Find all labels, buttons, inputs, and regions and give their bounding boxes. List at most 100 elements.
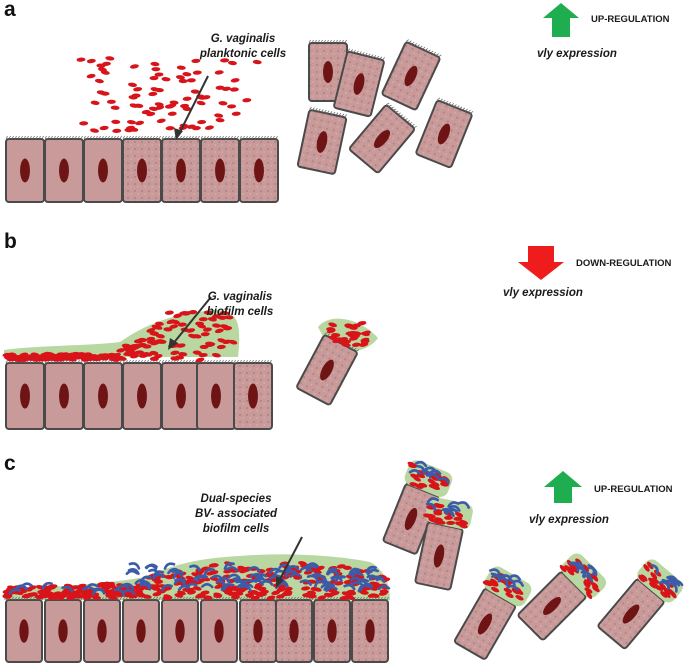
- second-species-bacterium: [305, 565, 318, 572]
- gardnerella-cell: [202, 327, 212, 332]
- gardnerella-cell: [232, 587, 242, 592]
- gardnerella-cell: [446, 520, 456, 526]
- gardnerella-cell: [138, 343, 148, 348]
- gardnerella-cell: [559, 564, 567, 573]
- second-species-bacterium: [223, 562, 235, 571]
- gardnerella-cell: [304, 592, 314, 597]
- second-species-bacterium: [61, 585, 74, 593]
- second-species-bacterium: [348, 570, 362, 577]
- epithelial-cell: [44, 362, 84, 430]
- gardnerella-cell: [212, 323, 222, 328]
- second-species-bacterium: [299, 579, 312, 586]
- panel-c-caption-line-3: biofilm cells: [203, 523, 269, 535]
- second-species-bacterium: [489, 568, 501, 576]
- detached-epithelial-cell: [349, 102, 417, 174]
- gardnerella-cell: [48, 595, 57, 601]
- gardnerella-cell: [219, 311, 229, 316]
- gardnerella-cell: [165, 126, 175, 131]
- gardnerella-cell: [111, 119, 121, 124]
- microvilli: [5, 135, 278, 140]
- gardnerella-cell: [347, 591, 357, 596]
- second-species-bacterium: [174, 578, 186, 586]
- nucleus: [353, 73, 365, 95]
- gardnerella-cell: [56, 357, 66, 362]
- gardnerella-cell: [19, 352, 29, 358]
- gardnerella-cell: [230, 78, 240, 83]
- gardnerella-cell: [123, 351, 133, 356]
- nucleus: [214, 619, 224, 643]
- gardnerella-cell: [96, 582, 106, 588]
- gardnerella-cell: [503, 587, 513, 594]
- gardnerella-cell: [569, 566, 578, 573]
- gardnerella-cell: [57, 594, 67, 599]
- gardnerella-cell: [148, 91, 158, 97]
- microvilli: [309, 106, 348, 118]
- second-species-bacterium: [437, 477, 450, 485]
- gardnerella-cell: [195, 357, 205, 363]
- gardnerella-cell: [167, 103, 177, 108]
- gardnerella-cell: [173, 313, 183, 319]
- gardnerella-cell: [266, 595, 276, 601]
- nucleus: [327, 619, 337, 643]
- gardnerella-cell: [191, 58, 201, 64]
- gardnerella-cell: [116, 348, 126, 353]
- gardnerella-cell: [192, 70, 202, 75]
- panel-c-caption-line-1: Dual-species: [201, 493, 272, 505]
- nucleus: [404, 65, 418, 87]
- gardnerella-cell: [101, 353, 111, 358]
- nucleus: [176, 383, 186, 409]
- detached-epithelial-cell: [517, 569, 588, 641]
- gardnerella-cell: [176, 343, 186, 348]
- gardnerella-cell: [214, 328, 224, 334]
- gardnerella-cell: [134, 339, 144, 344]
- nucleus: [316, 131, 328, 153]
- gardnerella-cell: [46, 585, 56, 590]
- gardnerella-cell: [418, 482, 428, 488]
- epithelial-cell: [122, 138, 162, 203]
- gardnerella-cell: [142, 594, 152, 599]
- panel-a-planktonic-bacteria: [76, 56, 262, 133]
- gardnerella-cell: [190, 89, 200, 94]
- gardnerella-cell: [76, 57, 86, 62]
- gardnerella-cell: [328, 335, 338, 341]
- gardnerella-cell: [135, 120, 145, 126]
- gardnerella-cell: [271, 590, 281, 596]
- panel-c-detached-cells: [382, 460, 684, 660]
- gardnerella-cell: [204, 125, 214, 130]
- gardnerella-cell: [182, 587, 192, 592]
- gardnerella-cell: [298, 561, 307, 566]
- detached-epithelial-cell: [308, 39, 348, 102]
- second-species-bacterium: [268, 567, 282, 575]
- second-species-bacterium: [427, 472, 440, 480]
- second-species-bacterium: [490, 572, 501, 583]
- gardnerella-cell: [188, 310, 198, 315]
- gardnerella-cell: [351, 323, 361, 328]
- gardnerella-cell: [515, 594, 524, 601]
- gardnerella-cell: [360, 337, 370, 343]
- second-species-bacterium: [377, 584, 391, 591]
- gardnerella-cell: [127, 120, 136, 125]
- panel-b: b G. vaginalis biofilm cells DOWN-REGULA…: [2, 230, 671, 430]
- nucleus: [253, 619, 263, 643]
- nucleus: [136, 619, 146, 643]
- gardnerella-cell: [155, 334, 165, 339]
- nucleus: [20, 158, 30, 183]
- gardnerella-cell: [79, 121, 89, 126]
- gardnerella-cell: [276, 594, 285, 599]
- second-species-bacterium: [343, 583, 356, 591]
- panel-a: a G. vaginalis planktonic cells UP-REGUL…: [4, 0, 670, 203]
- gardnerella-cell: [176, 65, 186, 70]
- gardnerella-cell: [143, 352, 152, 357]
- second-species-bacterium: [145, 563, 158, 570]
- second-species-bacterium: [172, 571, 184, 580]
- panel-c-dual-species-bacteria: [2, 561, 391, 601]
- nucleus: [373, 129, 391, 149]
- panel-a-up-arrow-icon: [543, 3, 579, 37]
- epithelial-cell: [83, 599, 121, 663]
- gardnerella-cell: [178, 78, 188, 84]
- nucleus: [323, 60, 333, 84]
- epithelial-cell: [196, 362, 236, 430]
- gardnerella-cell: [169, 324, 179, 329]
- epithelial-cell: [200, 599, 238, 663]
- second-species-bacterium: [650, 563, 659, 575]
